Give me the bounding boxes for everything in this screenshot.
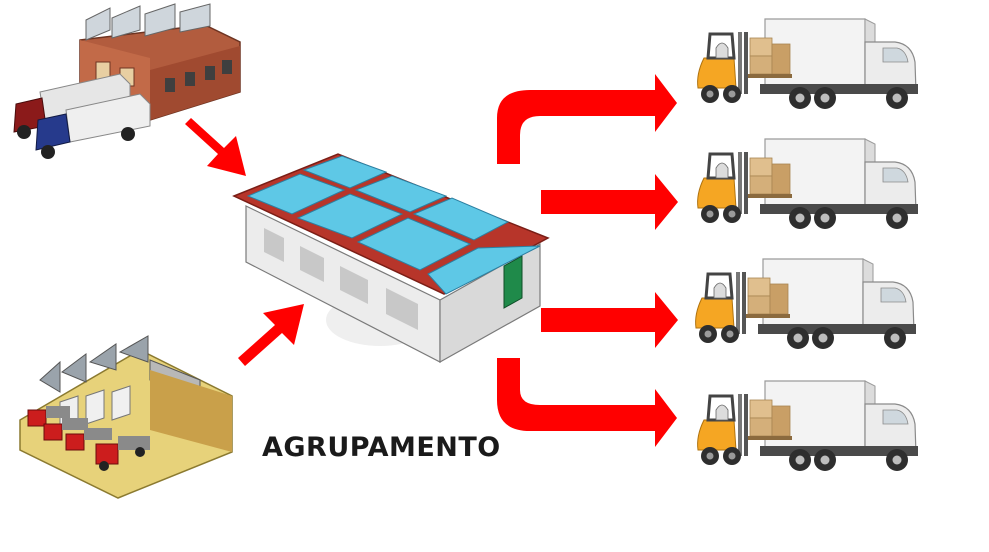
arrow-source-1-to-hub <box>185 118 246 176</box>
arrow-to-destination-4 <box>497 358 677 447</box>
destination-truck-1 <box>696 17 920 111</box>
arrow-to-destination-3 <box>541 292 678 348</box>
brick-factory-icon <box>13 3 241 159</box>
destination-truck-4 <box>696 379 920 473</box>
arrow-to-destination-1 <box>497 74 677 164</box>
yellow-warehouse-icon <box>19 335 233 499</box>
arrow-to-destination-2 <box>541 174 678 230</box>
destination-truck-3 <box>694 257 918 351</box>
distribution-center-icon <box>232 153 550 364</box>
diagram-caption: AGRUPAMENTO <box>262 432 501 463</box>
destination-truck-2 <box>696 137 920 231</box>
arrow-source-2-to-hub <box>238 304 304 366</box>
